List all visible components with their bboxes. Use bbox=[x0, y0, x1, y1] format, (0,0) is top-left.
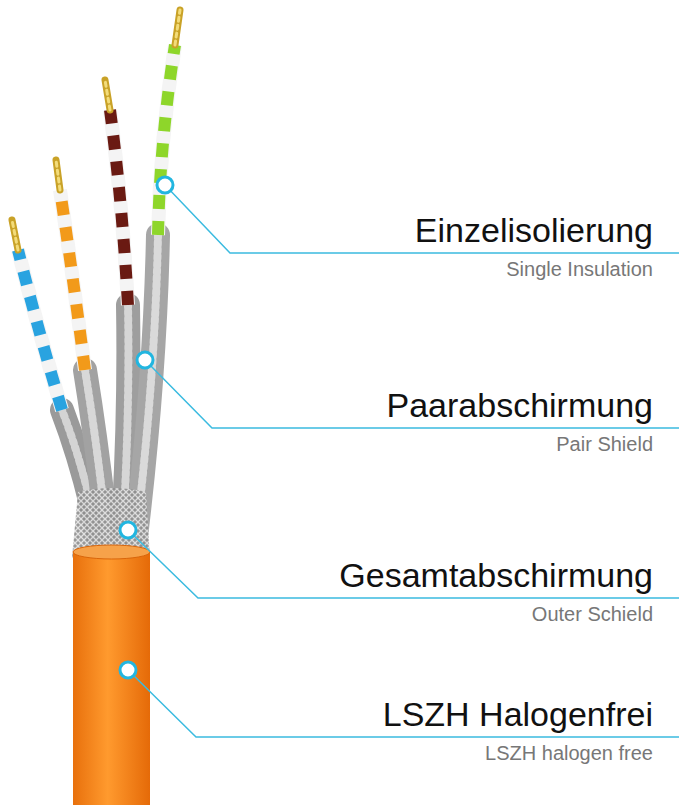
part-translation: Outer Schield bbox=[530, 602, 655, 626]
part-translation: Pair Shield bbox=[554, 432, 655, 456]
part-name: Einzelisolierung bbox=[413, 210, 655, 250]
braid-shield bbox=[72, 488, 150, 558]
part-translation: Single Insulation bbox=[504, 257, 655, 281]
twisted-wires bbox=[18, 45, 175, 410]
part-name: LSZH Halogenfrei bbox=[381, 694, 655, 734]
leader-lines bbox=[128, 185, 679, 737]
copper-tips bbox=[12, 10, 180, 250]
callout-markers bbox=[120, 177, 173, 678]
part-translation: LSZH halogen free bbox=[483, 741, 655, 765]
cable-jacket bbox=[73, 552, 150, 805]
part-name: Paarabschirmung bbox=[385, 385, 655, 425]
part-name: Gesamtabschirmung bbox=[337, 555, 655, 595]
jacket-rim bbox=[73, 545, 150, 559]
